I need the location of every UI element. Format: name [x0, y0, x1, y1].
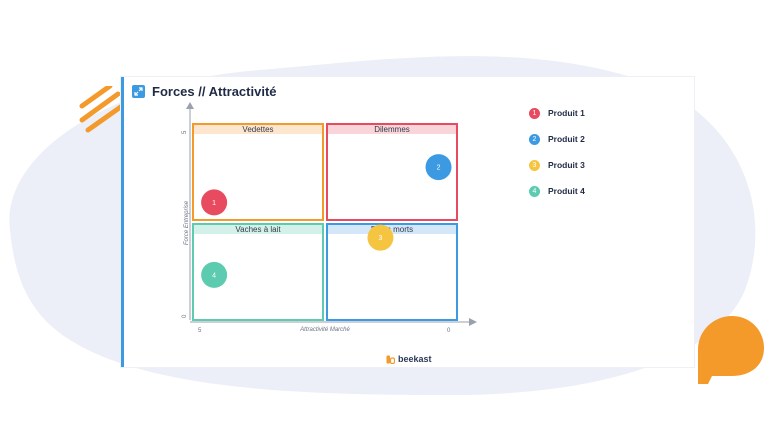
quadrant-vedettes: Vedettes — [192, 123, 324, 221]
legend: 1 Produit 1 2 Produit 2 3 Produit 3 4 Pr… — [529, 107, 585, 211]
bcg-matrix: 5 0 Force Entreprise 5 0 Attractivité Ma… — [182, 102, 477, 334]
product-bubble-circle — [425, 154, 452, 181]
expand-icon[interactable] — [132, 84, 145, 98]
legend-label: Produit 4 — [548, 186, 585, 196]
product-bubble-1[interactable]: 1 — [201, 189, 228, 216]
y-axis-title: Force Entreprise — [184, 200, 190, 245]
y-tick-top: 5 — [182, 130, 188, 134]
x-axis-title: Attractivité Marché — [299, 327, 350, 333]
quadrant-frame-poids-morts — [326, 223, 458, 321]
product-bubble-number: 3 — [378, 235, 382, 242]
orange-stripes-decoration — [79, 86, 125, 133]
x-axis-arrow — [469, 318, 477, 326]
legend-item-produit-3[interactable]: 3 Produit 3 — [529, 159, 585, 171]
legend-label: Produit 1 — [548, 108, 585, 118]
quadrant-vaches-a-lait: Vaches à lait — [192, 223, 324, 321]
x-tick-right: 0 — [447, 328, 451, 334]
product-bubble-number: 4 — [212, 272, 216, 279]
legend-label: Produit 2 — [548, 134, 585, 144]
orange-corner-decoration — [698, 316, 764, 384]
x-tick-left: 5 — [198, 328, 202, 334]
quadrant-header-dilemmes — [327, 124, 457, 134]
quadrant-label-vedettes: Vedettes — [242, 125, 273, 134]
quadrant-poids-morts: Poids morts — [326, 223, 458, 321]
quadrant-header-vaches-a-lait — [193, 224, 323, 234]
quadrant-label-poids-morts: Poids morts — [371, 225, 413, 234]
y-axis-arrow — [186, 102, 194, 109]
quadrant-frame-dilemmes — [326, 123, 458, 221]
page-title: Forces // Attractivité — [152, 83, 277, 99]
product-bubble-number: 2 — [437, 165, 441, 172]
brand-name: beekast — [398, 354, 432, 364]
product-bubble-3[interactable]: 3 — [367, 224, 394, 251]
legend-dot: 3 — [529, 159, 540, 171]
quadrant-dilemmes: Dilemmes — [326, 123, 458, 221]
legend-item-produit-2[interactable]: 2 Produit 2 — [529, 133, 585, 145]
quadrant-label-dilemmes: Dilemmes — [374, 125, 410, 134]
matrix-card: Forces // Attractivité 5 0 Force Entrepr… — [121, 77, 694, 367]
product-bubble-circle — [367, 224, 394, 251]
legend-dot: 4 — [529, 185, 540, 197]
product-bubble-4[interactable]: 4 — [201, 261, 228, 288]
quadrant-header-poids-morts — [327, 224, 457, 234]
legend-dot: 2 — [529, 133, 540, 145]
brand-logo: beekast — [386, 354, 432, 364]
product-bubble-circle — [201, 261, 228, 288]
legend-dot: 1 — [529, 107, 540, 119]
product-bubbles: 1 2 3 4 — [201, 154, 452, 288]
legend-item-produit-1[interactable]: 1 Produit 1 — [529, 107, 585, 119]
legend-item-produit-4[interactable]: 4 Produit 4 — [529, 185, 585, 197]
card-header: Forces // Attractivité — [132, 83, 277, 99]
y-tick-bottom: 0 — [182, 314, 188, 318]
quadrant-frame-vaches-a-lait — [192, 223, 324, 321]
legend-label: Produit 3 — [548, 160, 585, 170]
product-bubble-circle — [201, 189, 228, 216]
quadrant-header-vedettes — [193, 124, 323, 134]
beekast-logo-icon — [386, 355, 395, 364]
quadrant-label-vaches-a-lait: Vaches à lait — [235, 225, 281, 234]
quadrant-frame-vedettes — [192, 123, 324, 221]
product-bubble-2[interactable]: 2 — [425, 154, 452, 181]
product-bubble-number: 1 — [212, 200, 216, 207]
